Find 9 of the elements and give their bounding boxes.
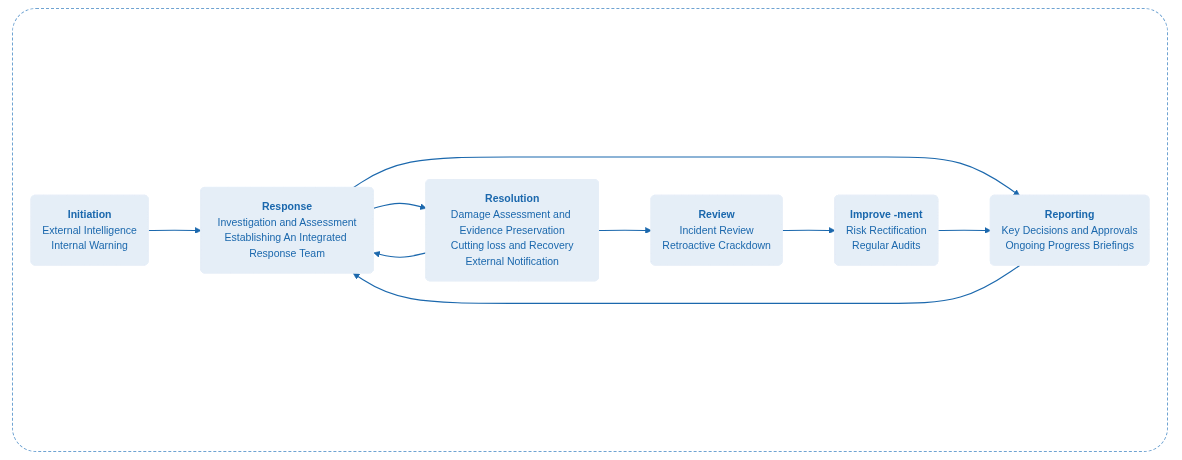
arrow	[148, 227, 202, 234]
arrow	[352, 264, 1021, 304]
frame-border: Initiation External Intelligence Internal Warning Reporting Key Decisions and Approvals Ongoing Progress Briefings Response Investigation and Assessment Establishing An Integrated Response Team Resolution Damage Assessment and Evidence Preservation Cutting loss and Recovery External Notification Improve -ment Risk Rectification Regular Audits Review Incident Review Retroactive Crackdown	[12, 8, 1168, 452]
arrow	[373, 202, 427, 210]
arrow	[782, 227, 836, 234]
arrow	[352, 156, 1020, 196]
arrow	[373, 250, 427, 258]
arrow	[598, 227, 652, 234]
arrow	[937, 227, 991, 234]
